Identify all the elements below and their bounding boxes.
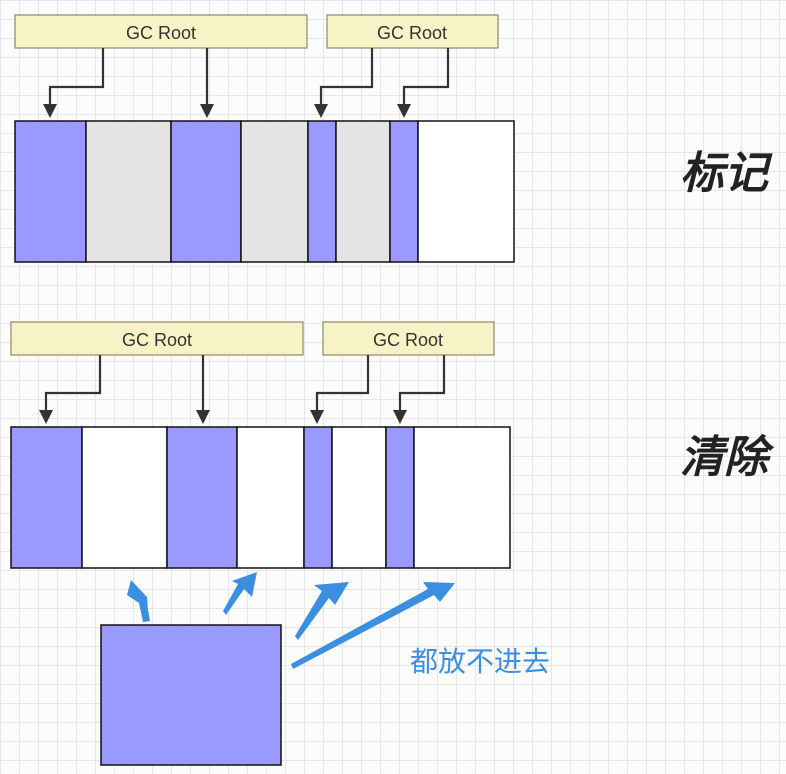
memory-block-reachable bbox=[10, 426, 83, 569]
gc-root-box bbox=[326, 14, 499, 49]
reference-arrow bbox=[319, 48, 374, 108]
memory-block-reachable bbox=[385, 426, 415, 569]
gc-root-label: GC Root bbox=[126, 23, 196, 43]
blue-arrow-icon bbox=[295, 582, 349, 640]
stage-mark: GC Root GC Root 标记 bbox=[14, 14, 773, 263]
arrowhead-icon bbox=[397, 104, 411, 118]
memory-block-reachable bbox=[166, 426, 238, 569]
heap-memory-row bbox=[14, 120, 515, 263]
reference-arrow bbox=[44, 355, 102, 414]
memory-block-reachable bbox=[389, 120, 419, 263]
gc-root-label: GC Root bbox=[377, 23, 447, 43]
memory-block-free bbox=[417, 120, 515, 263]
memory-block-free bbox=[81, 426, 168, 569]
blue-arrow-icon bbox=[223, 572, 257, 615]
memory-block-free bbox=[413, 426, 511, 569]
arrowhead-icon bbox=[310, 410, 324, 424]
incoming-object-group: 都放不进去 bbox=[100, 572, 550, 766]
memory-block-reachable bbox=[303, 426, 333, 569]
gc-root-box bbox=[14, 14, 308, 49]
memory-block-reachable bbox=[170, 120, 242, 263]
reference-arrows bbox=[43, 48, 450, 118]
gc-root-label: GC Root bbox=[122, 330, 192, 350]
stage-sweep: GC Root GC Root 清除 bbox=[10, 321, 775, 569]
arrowhead-icon bbox=[314, 104, 328, 118]
arrowhead-icon bbox=[200, 104, 214, 118]
memory-block-reachable bbox=[14, 120, 87, 263]
memory-block-marked-garbage bbox=[240, 120, 309, 263]
memory-block-marked-garbage bbox=[85, 120, 172, 263]
gc-root-box bbox=[10, 321, 304, 356]
stage-title: 标记 bbox=[680, 148, 773, 199]
memory-block-free bbox=[236, 426, 305, 569]
reference-arrow bbox=[402, 48, 450, 108]
arrowhead-icon bbox=[43, 104, 57, 118]
arrowhead-icon bbox=[39, 410, 53, 424]
memory-block-reachable bbox=[307, 120, 337, 263]
blue-arrow-icon bbox=[127, 580, 150, 622]
gc-root-box bbox=[322, 321, 495, 356]
blue-arrow-icon bbox=[291, 582, 455, 669]
reference-arrows bbox=[39, 355, 446, 424]
gc-root-label: GC Root bbox=[373, 330, 443, 350]
stage-title: 清除 bbox=[680, 432, 775, 483]
memory-block-free bbox=[331, 426, 387, 569]
reference-arrow bbox=[48, 48, 105, 108]
reference-arrow bbox=[315, 355, 370, 414]
cannot-fit-note: 都放不进去 bbox=[410, 645, 550, 678]
reference-arrow bbox=[398, 355, 446, 414]
arrowhead-icon bbox=[393, 410, 407, 424]
arrowhead-icon bbox=[196, 410, 210, 424]
memory-block-marked-garbage bbox=[335, 120, 391, 263]
large-object-block bbox=[100, 624, 282, 766]
heap-memory-row bbox=[10, 426, 511, 569]
